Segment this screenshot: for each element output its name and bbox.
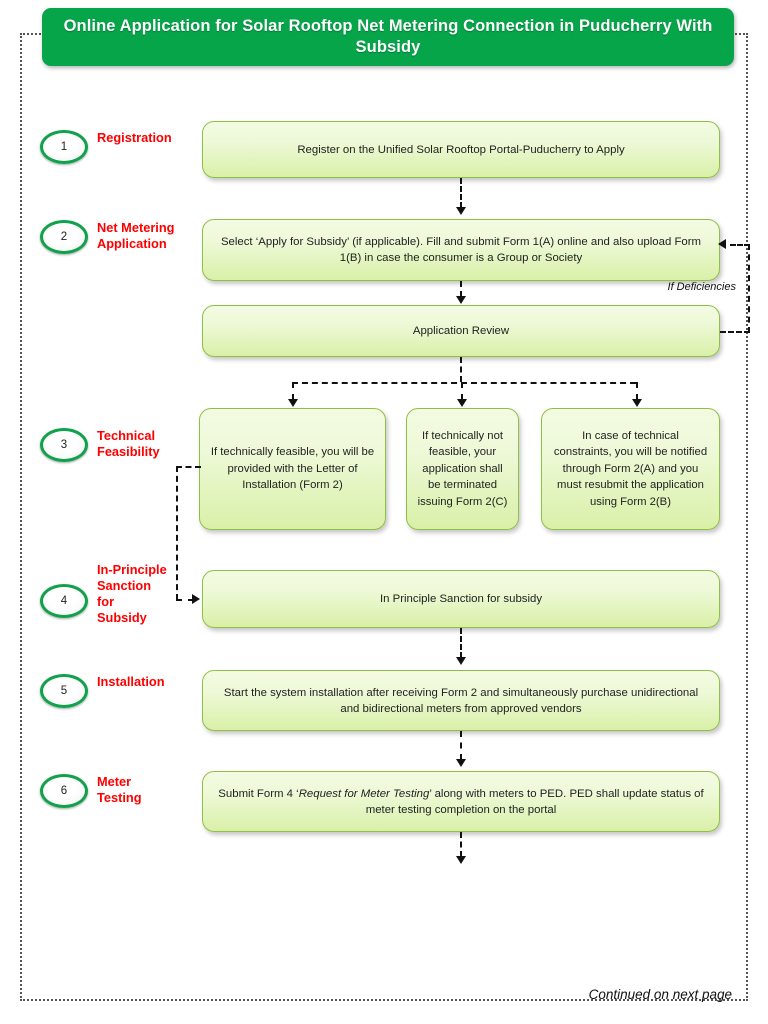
step-number-3: 3 <box>40 428 88 462</box>
step-marker-1: 1 Registration <box>40 130 172 164</box>
step-label-registration: Registration <box>97 130 172 145</box>
connector-meter-testing-to-next-page <box>460 832 462 857</box>
box-registration: Register on the Unified Solar Rooftop Po… <box>202 121 720 178</box>
step-number-4: 4 <box>40 584 88 618</box>
step-number-6: 6 <box>40 774 88 808</box>
connector-sanction-inbound <box>176 599 194 601</box>
step-number-1: 1 <box>40 130 88 164</box>
box-technically-not-feasible: If technically not feasible, your applic… <box>406 408 519 530</box>
step-number-5: 5 <box>40 674 88 708</box>
connector-bus-to-not-feasible <box>461 382 463 400</box>
step-marker-3: 3 Technical Feasibility <box>40 428 160 462</box>
connector-bus-to-feasible <box>292 382 294 400</box>
step-label-technical-feasibility: Technical Feasibility <box>97 428 160 459</box>
connector-feasible-downriser <box>176 466 178 600</box>
step-marker-5: 5 Installation <box>40 674 165 708</box>
footer-continued-note: Continued on next page <box>588 987 732 1002</box>
connector-bus-to-constraints <box>636 382 638 400</box>
box-in-principle-sanction: In Principle Sanction for subsidy <box>202 570 720 628</box>
connector-application-to-review <box>460 281 462 297</box>
box-technically-feasible: If technically feasible, you will be pro… <box>199 408 386 530</box>
box-net-metering-application: Select ‘Apply for Subsidy’ (if applicabl… <box>202 219 720 281</box>
connector-feasible-left-out <box>176 466 201 468</box>
connector-review-right-out <box>720 331 750 333</box>
label-if-deficiencies: If Deficiencies <box>667 281 736 293</box>
step-number-2: 2 <box>40 220 88 254</box>
box-meter-testing-text: Submit Form 4 ‘Request for Meter Testing… <box>218 787 704 816</box>
connector-deficiency-riser <box>748 244 750 333</box>
arrow-bus-to-not-feasible <box>457 399 467 407</box>
step-marker-4: 4 In-Principle Sanction for Subsidy <box>40 562 167 626</box>
step-marker-6: 6 Meter Testing <box>40 774 142 808</box>
arrow-registration-to-application <box>456 207 466 215</box>
arrow-bus-to-constraints <box>632 399 642 407</box>
connector-deficiency-return <box>730 244 750 246</box>
arrow-bus-to-feasible <box>288 399 298 407</box>
step-label-meter-testing: Meter Testing <box>97 774 142 805</box>
arrow-installation-to-meter-testing <box>456 759 466 767</box>
box-meter-testing-emphasis: Request for Meter Testing <box>298 787 430 800</box>
box-technical-constraints: In case of technical constraints, you wi… <box>541 408 720 530</box>
arrow-application-to-review <box>456 296 466 304</box>
step-label-installation: Installation <box>97 674 165 689</box>
box-application-review: Application Review <box>202 305 720 357</box>
connector-review-to-bus <box>460 357 462 382</box>
box-meter-testing: Submit Form 4 ‘Request for Meter Testing… <box>202 771 720 832</box>
connector-installation-to-meter-testing <box>460 731 462 760</box>
arrow-deficiency-to-application <box>718 239 726 249</box>
page-title-banner: Online Application for Solar Rooftop Net… <box>42 8 734 66</box>
arrow-continued-next-page <box>456 856 466 864</box>
step-marker-2: 2 Net Metering Application <box>40 220 175 254</box>
arrow-feasible-to-sanction <box>192 594 200 604</box>
step-label-in-principle-sanction: In-Principle Sanction for Subsidy <box>97 562 167 625</box>
connector-sanction-to-installation <box>460 628 462 658</box>
page-title: Online Application for Solar Rooftop Net… <box>63 17 713 56</box>
connector-registration-to-application <box>460 178 462 208</box>
step-label-net-metering-application: Net Metering Application <box>97 220 175 251</box>
box-installation: Start the system installation after rece… <box>202 670 720 731</box>
connector-branch-bus <box>292 382 636 384</box>
arrow-sanction-to-installation <box>456 657 466 665</box>
